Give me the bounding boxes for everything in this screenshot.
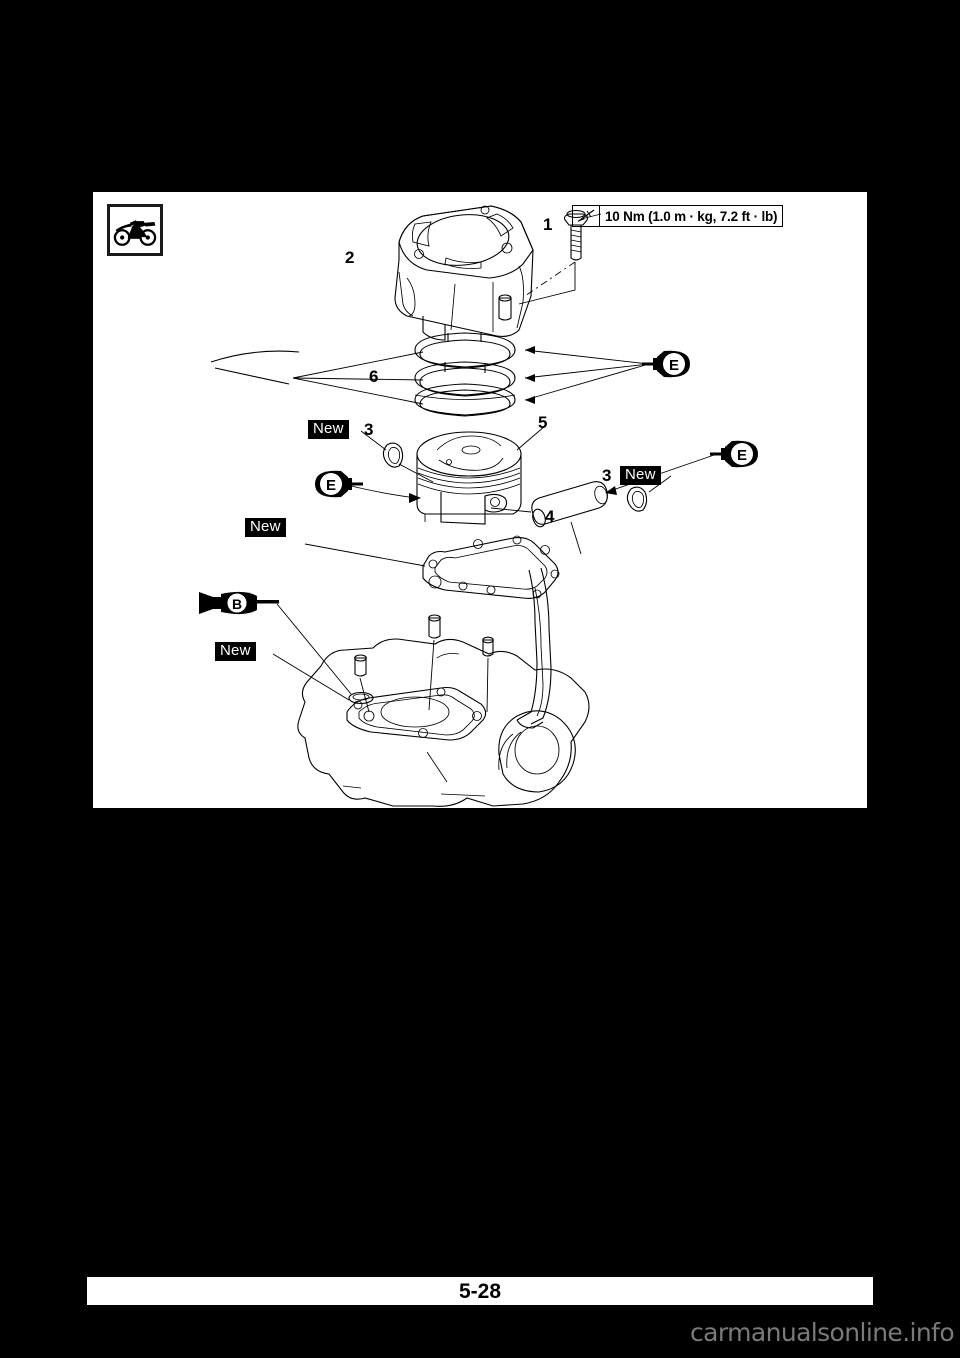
cylinder-base-gasket-drawing [304,535,560,599]
parts-artwork [210,205,718,807]
callout-6: 6 [369,367,379,386]
callout-1: 1 [543,215,553,234]
grease-symbol-o-ring: B [199,588,279,618]
page-number: 5-28 [458,1280,502,1303]
vehicle-model-badge [107,204,163,256]
dowel-pin-tall [428,614,441,711]
engine-oil-symbol-piston: E [315,468,363,500]
cylinder-bolt-drawing [518,209,602,305]
new-tag-clip-right: New [620,466,661,485]
dowel-pin-short [482,636,494,713]
svg-text:E: E [326,477,336,494]
callout-5: 5 [538,413,548,432]
svg-text:E: E [737,447,747,464]
dowel-o-ring-drawing [348,691,374,705]
piston-drawing [416,425,546,525]
callout-4: 4 [545,507,555,526]
callout-3-left: 3 [364,420,374,439]
engine-oil-symbol-rings: E [642,348,690,380]
page-footer: 5-28 [87,1277,873,1305]
new-tag-base-gasket: New [245,518,286,537]
svg-text:B: B [232,596,242,612]
exploded-view-diagram: 10 Nm (1.0 m · kg, 7.2 ft · lb) [93,192,867,808]
piston-pin-drawing [490,453,718,555]
dirt-bike-icon [113,220,157,246]
crankcase-drawing [272,567,590,807]
torque-spec-box: 10 Nm (1.0 m · kg, 7.2 ft · lb) [572,205,784,227]
cylinder-drawing [394,205,534,341]
site-watermark: carmanualsonline.info [690,1318,955,1347]
new-tag-o-ring: New [215,642,256,661]
dowel-pin-left [354,654,370,713]
torque-value: 10 Nm (1.0 m · kg, 7.2 ft · lb) [605,208,778,224]
new-tag-clip-left: New [308,420,349,439]
callout-3-right: 3 [602,466,612,485]
engine-oil-symbol-pin: E [710,438,758,470]
callout-2: 2 [345,248,355,267]
piston-rings-drawing [210,332,650,417]
svg-text:E: E [669,357,679,374]
